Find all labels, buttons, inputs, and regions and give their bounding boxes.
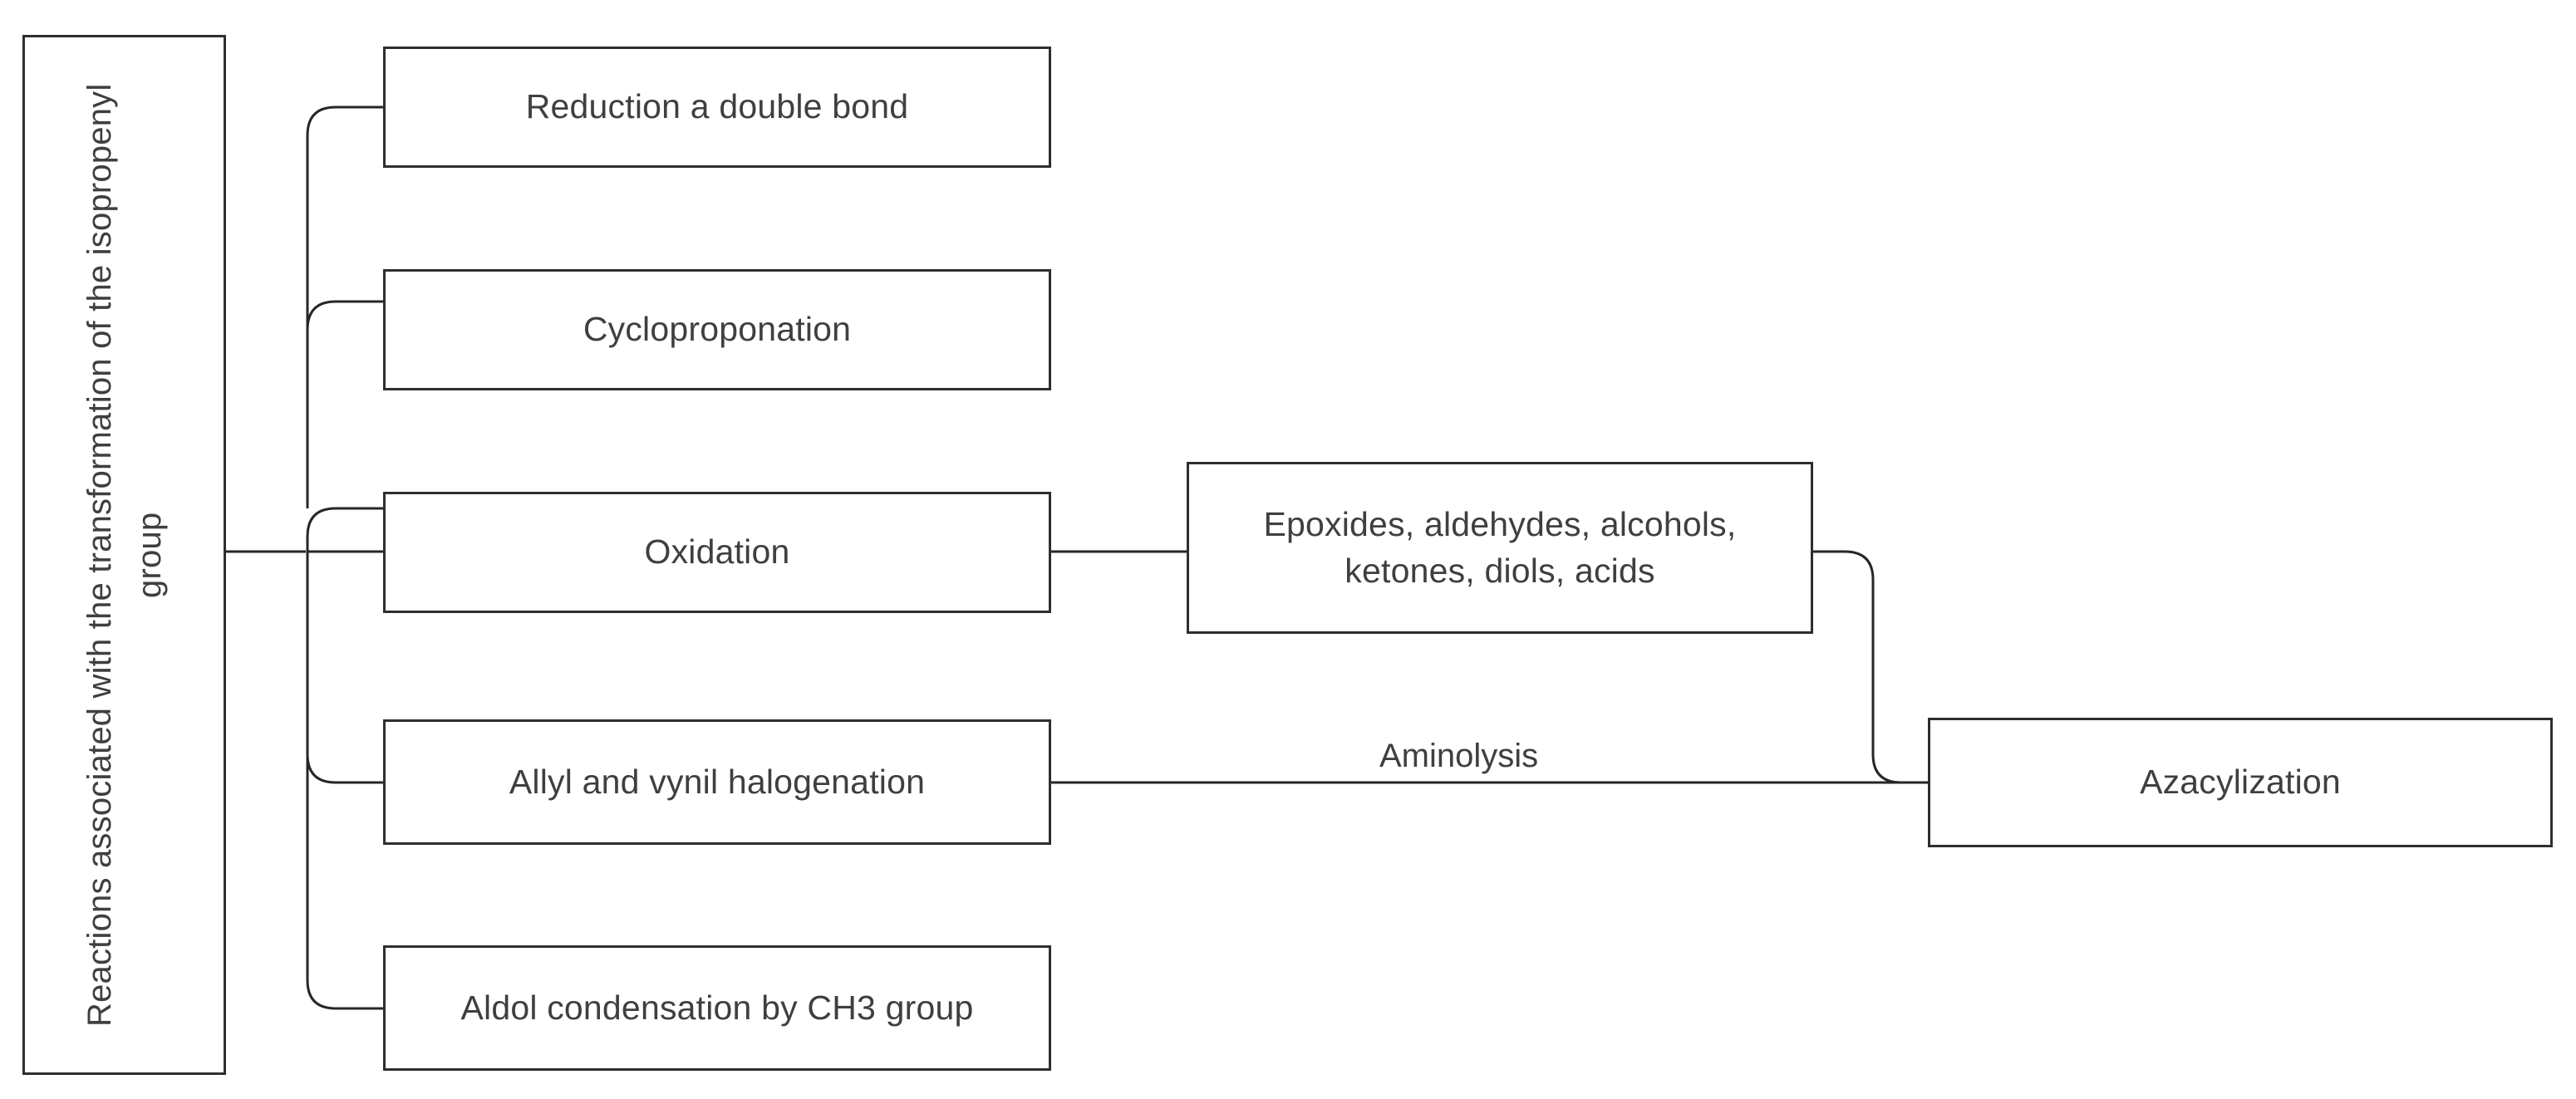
node-oxidation[interactable]: Oxidation bbox=[383, 492, 1051, 613]
node-oxidation-products[interactable]: Epoxides, aldehydes, alcohols, ketones, … bbox=[1187, 462, 1813, 634]
node-label: Cycloproponation bbox=[583, 310, 852, 349]
node-cycloproponation[interactable]: Cycloproponation bbox=[383, 269, 1051, 390]
node-azacylization[interactable]: Azacylization bbox=[1928, 718, 2553, 847]
node-label: Allyl and vynil halogenation bbox=[509, 762, 926, 801]
connector-to-cycloproponation bbox=[306, 300, 383, 508]
connector-to-halogenation bbox=[306, 552, 383, 784]
node-aldol-condensation[interactable]: Aldol condensation by CH3 group bbox=[383, 945, 1051, 1071]
connector-to-reduction bbox=[306, 105, 383, 508]
node-label: Azacylization bbox=[2140, 763, 2341, 802]
node-label: Reduction a double bond bbox=[525, 87, 909, 126]
connector-to-aldol bbox=[306, 552, 383, 1010]
node-allyl-and-vynil-halogenation[interactable]: Allyl and vynil halogenation bbox=[383, 719, 1051, 845]
node-label: Epoxides, aldehydes, alcohols, ketones, … bbox=[1263, 505, 1737, 590]
node-reduction-a-double-bond[interactable]: Reduction a double bond bbox=[383, 47, 1051, 168]
node-label: Oxidation bbox=[644, 532, 790, 572]
spine-up-1 bbox=[306, 507, 383, 552]
connector-products-azacylization bbox=[1813, 550, 1928, 784]
edge-label-aminolysis: Aminolysis bbox=[1379, 738, 1539, 774]
root-node-label: Reactions associated with the transforma… bbox=[81, 83, 168, 1027]
node-label: Aldol condensation by CH3 group bbox=[460, 988, 974, 1027]
root-node[interactable]: Reactions associated with the transforma… bbox=[22, 35, 226, 1075]
